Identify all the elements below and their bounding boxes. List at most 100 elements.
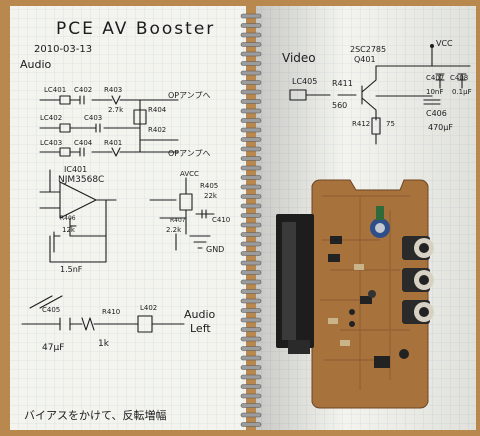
spiral-ring <box>240 298 262 304</box>
opamp-chip <box>374 356 390 368</box>
label-lc403: LC403 <box>40 139 62 147</box>
spiral-ring <box>240 99 262 104</box>
label-2-2k: 2.2k <box>166 226 182 234</box>
spiral-ring <box>240 270 262 275</box>
smd-chip <box>330 236 342 244</box>
label-to-opamp-2: OPアンプへ <box>168 149 211 158</box>
spiral-ring <box>240 232 262 237</box>
label-1-5nf: 1.5nF <box>60 265 83 274</box>
label-c408: C408 <box>450 74 468 82</box>
spiral-ring <box>240 422 262 427</box>
label-avcc: AVCC <box>180 170 199 178</box>
spiral-ring <box>240 118 262 123</box>
spiral-ring <box>240 32 262 38</box>
spiral-ring <box>240 23 262 28</box>
spiral-ring <box>240 194 262 199</box>
bias-schematic: AVCC R405 22k R407 2.2k C410 GND <box>149 170 230 254</box>
label-c402: C402 <box>74 86 92 94</box>
notebook-date: 2010-03-13 <box>34 44 92 55</box>
audio-output-schematic: C405 R410 L402 Audio Left 47μF 1k <box>21 295 216 353</box>
label-r402: R402 <box>148 126 166 134</box>
spiral-ring <box>240 308 262 313</box>
label-l402: L402 <box>140 304 157 312</box>
spiral-ring <box>240 80 262 85</box>
spiral-ring <box>240 317 262 323</box>
spiral-ring <box>240 13 262 19</box>
label-12k: 12k <box>62 226 76 234</box>
label-ic401: IC401 <box>64 165 87 174</box>
spiral-ring <box>240 61 262 66</box>
spiral-ring <box>240 89 262 95</box>
spiral-ring <box>240 203 262 209</box>
spiral-ring <box>240 384 262 389</box>
rca-jack-bottom <box>402 300 434 324</box>
spiral-ring <box>240 175 262 180</box>
spiral-ring <box>240 346 262 351</box>
label-c410: C410 <box>212 216 230 224</box>
audio-heading: Audio <box>20 58 52 71</box>
label-10nf: 10nF <box>426 88 443 96</box>
audio-input-schematic: LC401 C402 R403 2.7k R404 OPアンプへ LC402 C… <box>39 86 211 158</box>
spiral-ring <box>240 213 262 218</box>
spiral-binding <box>240 13 262 427</box>
spiral-ring <box>240 327 262 332</box>
label-c403: C403 <box>84 114 102 122</box>
spiral-ring <box>240 222 262 228</box>
label-q401: Q401 <box>354 55 376 64</box>
spiral-ring <box>240 365 262 370</box>
label-47uf: 47μF <box>42 343 64 353</box>
rca-jack-middle <box>402 268 434 292</box>
spiral-ring <box>240 156 262 161</box>
label-2-7k: 2.7k <box>108 106 124 114</box>
label-2sc2785: 2SC2785 <box>350 45 386 54</box>
footer-note: バイアスをかけて、反転増幅 <box>24 409 166 422</box>
label-lc405: LC405 <box>292 77 317 86</box>
label-opamp-part: NJM3568C <box>58 175 104 185</box>
rca-jack-top <box>402 236 434 260</box>
label-r405: R405 <box>200 182 218 190</box>
spiral-ring <box>240 336 262 342</box>
video-schematic: 2SC2785 Q401 VCC LC405 R411 560 C407 10n… <box>289 39 472 145</box>
av-booster-pcb <box>276 179 434 409</box>
label-560: 560 <box>332 101 347 110</box>
label-r404: R404 <box>148 106 167 114</box>
spiral-ring <box>240 279 262 285</box>
notebook-title: PCE AV Booster <box>56 19 215 39</box>
label-to-opamp-1: OPアンプへ <box>168 91 211 100</box>
label-audio: Audio <box>184 308 216 321</box>
label-c405: C405 <box>42 306 60 314</box>
spiral-ring <box>240 412 262 418</box>
spiral-ring <box>240 241 262 247</box>
opamp-schematic: IC401 NJM3568C R406 12k 1.5nF <box>39 165 117 274</box>
label-r412: R412 <box>352 120 370 128</box>
label-vcc: VCC <box>436 39 453 48</box>
label-c404: C404 <box>74 139 93 147</box>
spiral-ring <box>240 184 262 190</box>
label-r406: R406 <box>60 215 76 222</box>
label-r407: R407 <box>170 217 186 224</box>
label-r403: R403 <box>104 86 122 94</box>
label-c406: C406 <box>426 109 447 118</box>
spiral-ring <box>240 289 262 294</box>
transistor <box>399 349 409 359</box>
label-lc402: LC402 <box>40 114 62 122</box>
spiral-ring <box>240 70 262 76</box>
notebook-left-page <box>10 6 246 430</box>
label-r410: R410 <box>102 308 120 316</box>
spiral-ring <box>240 42 262 47</box>
video-heading: Video <box>282 51 316 65</box>
label-1k: 1k <box>98 339 110 349</box>
spiral-ring <box>240 127 262 133</box>
label-22k: 22k <box>204 192 218 200</box>
label-75: 75 <box>386 120 395 128</box>
spiral-ring <box>240 403 262 408</box>
spiral-ring <box>240 146 262 152</box>
spiral-ring <box>240 51 262 57</box>
spiral-ring <box>240 108 262 114</box>
label-470uf: 470μF <box>428 123 453 132</box>
label-lc401: LC401 <box>44 86 66 94</box>
label-gnd: GND <box>206 245 224 254</box>
spiral-ring <box>240 260 262 266</box>
